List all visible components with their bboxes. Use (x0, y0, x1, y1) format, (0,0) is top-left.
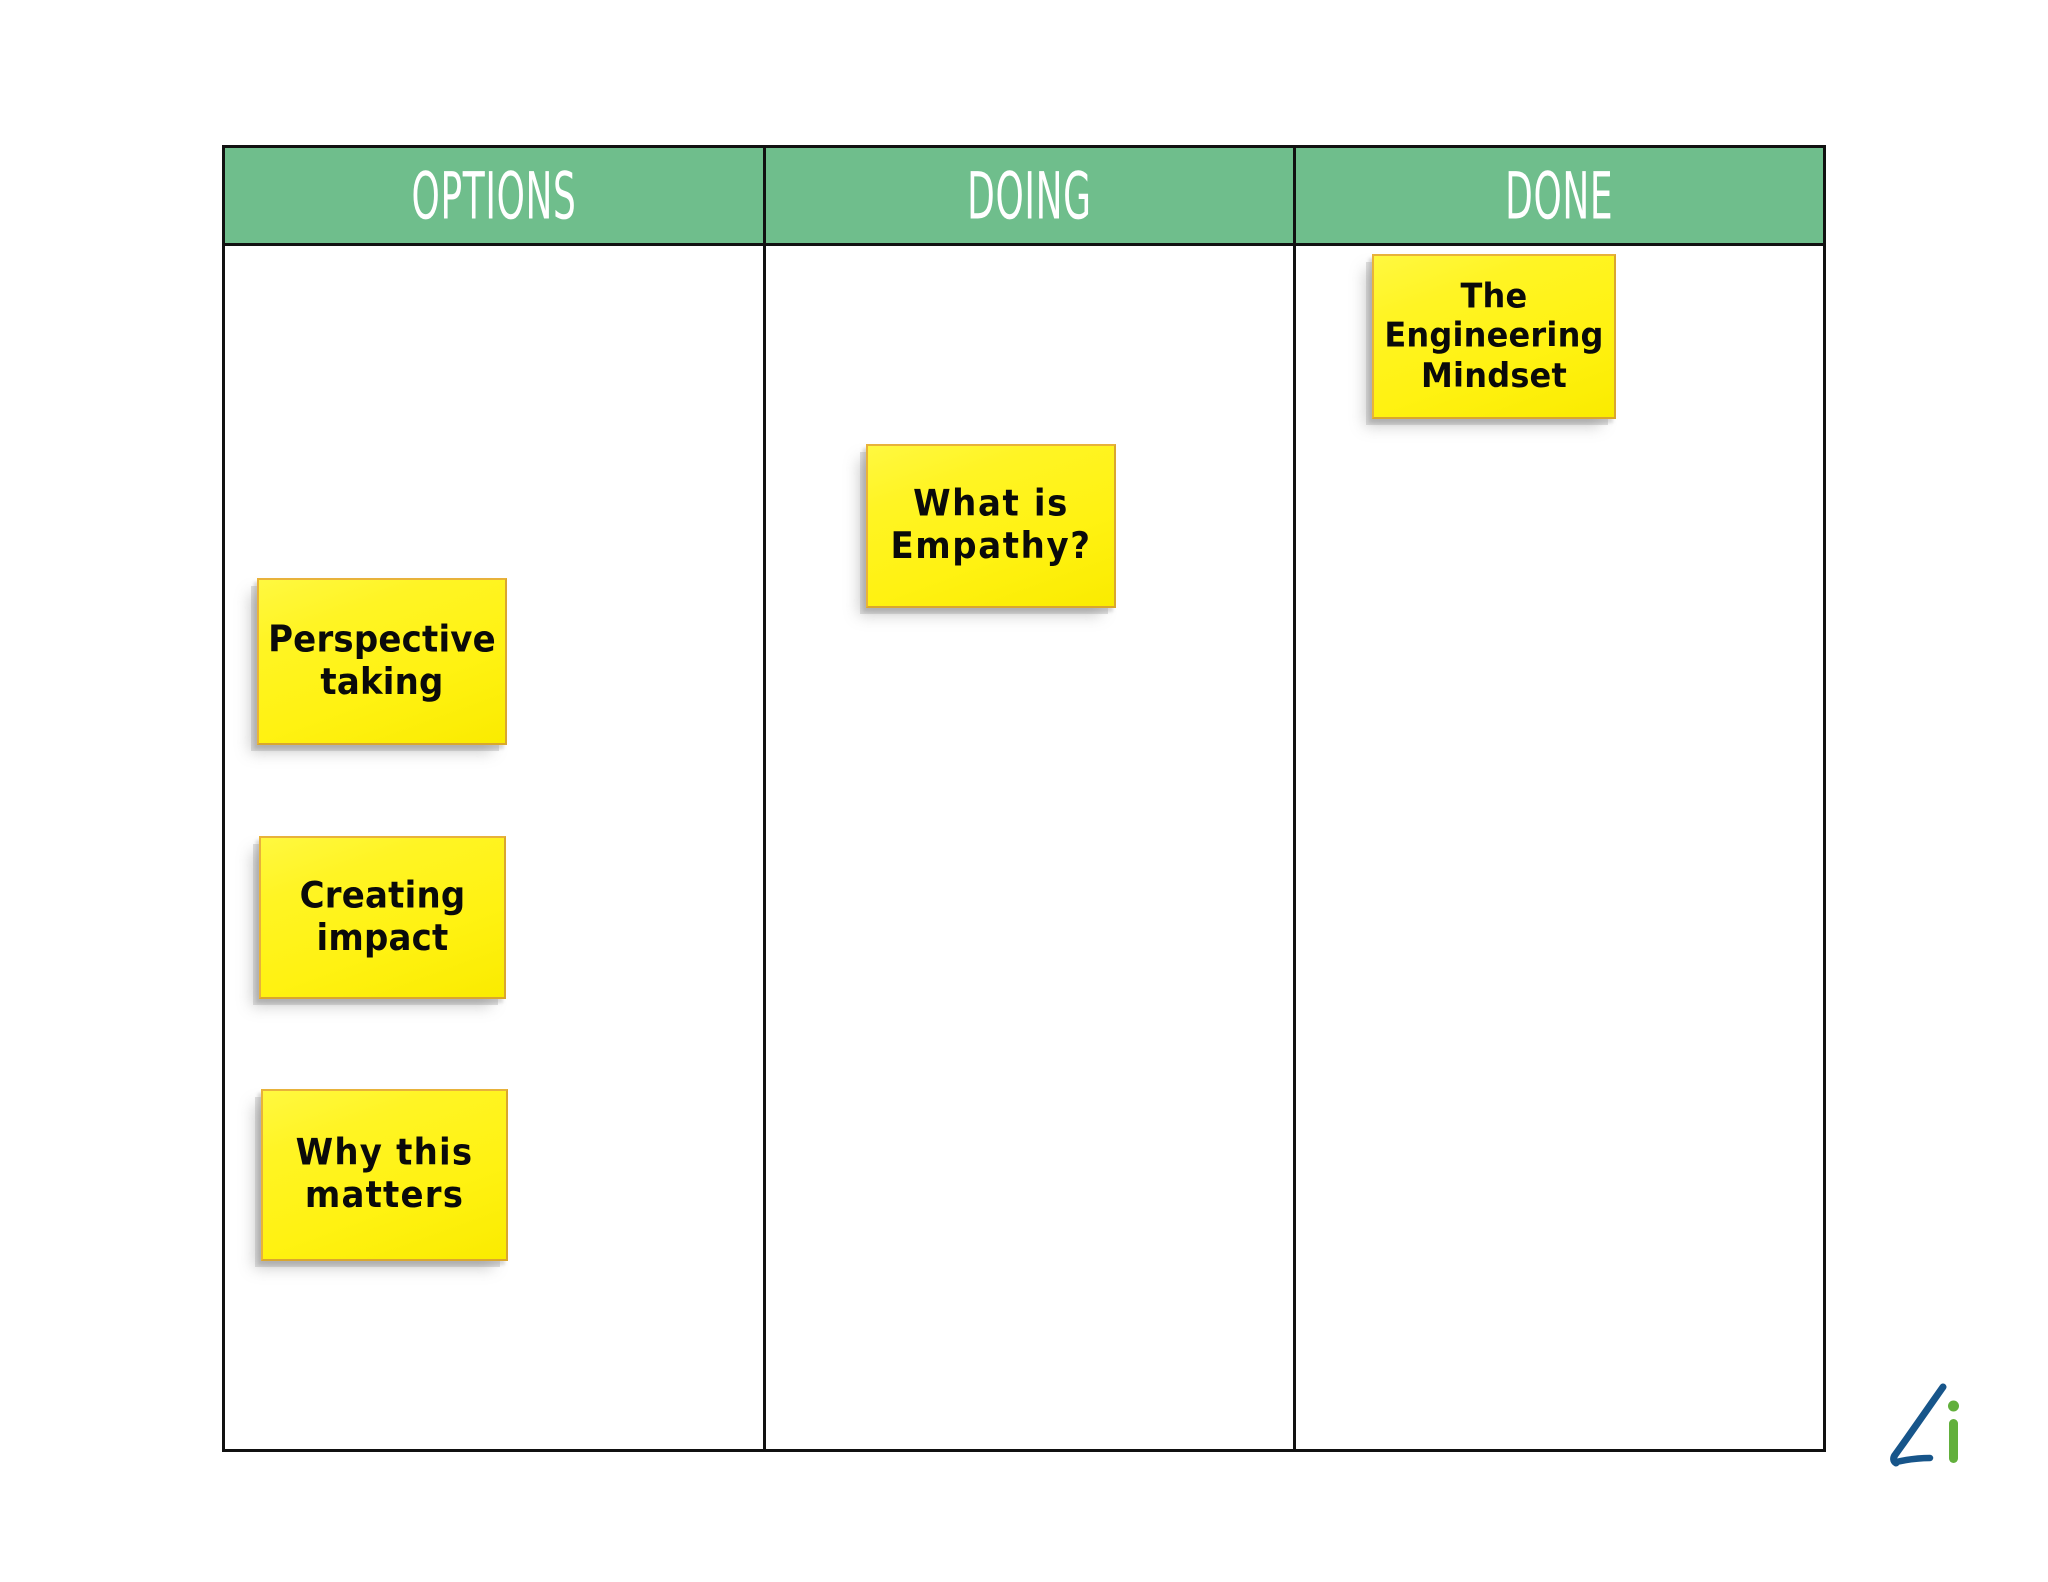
brand-logo-icon (1890, 1383, 1959, 1467)
column-doing[interactable]: What is Empathy? (763, 246, 1293, 1449)
column-header-done[interactable]: DONE (1293, 148, 1823, 243)
board-columns-body: Perspective taking Creating impact Why t… (225, 246, 1823, 1449)
sticky-note-perspective-taking[interactable]: Perspective taking (257, 578, 507, 745)
column-header-doing[interactable]: DOING (763, 148, 1293, 243)
sticky-note-why-this-matters[interactable]: Why this matters (261, 1089, 508, 1261)
sticky-note-engineering-mindset[interactable]: The Engineering Mindset (1372, 254, 1616, 419)
column-done[interactable]: The Engineering Mindset (1293, 246, 1823, 1449)
column-header-label-options: OPTIONS (411, 157, 577, 234)
sticky-note-text: Perspective taking (268, 618, 496, 703)
sticky-note-text: The Engineering Mindset (1384, 275, 1604, 396)
sticky-note-creating-impact[interactable]: Creating impact (259, 836, 506, 999)
sticky-note-what-is-empathy[interactable]: What is Empathy? (866, 444, 1116, 608)
board-header-row: OPTIONS DOING DONE (225, 148, 1823, 246)
column-header-options[interactable]: OPTIONS (225, 148, 763, 243)
sticky-note-text: Why this matters (295, 1131, 474, 1217)
sticky-note-text: What is Empathy? (890, 482, 1092, 568)
column-header-label-doing: DOING (967, 157, 1092, 234)
column-header-label-done: DONE (1505, 157, 1614, 234)
brand-logo (1885, 1375, 1995, 1480)
sticky-note-text: Creating impact (299, 874, 466, 959)
column-options[interactable]: Perspective taking Creating impact Why t… (225, 246, 763, 1449)
kanban-board: OPTIONS DOING DONE Perspective taking Cr… (222, 145, 1826, 1452)
